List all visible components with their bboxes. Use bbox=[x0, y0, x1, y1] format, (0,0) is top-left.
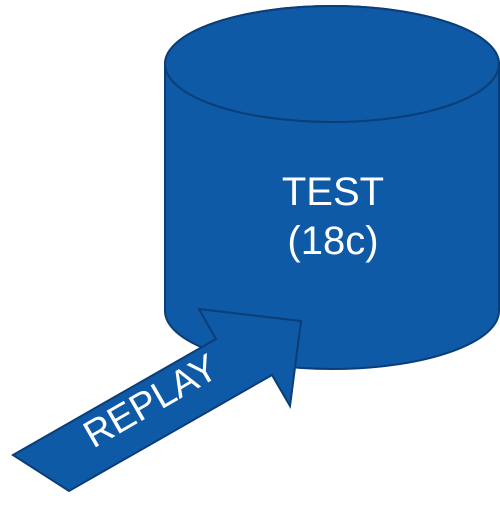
database-version: (18c) bbox=[287, 219, 378, 263]
database-name: TEST bbox=[282, 170, 384, 214]
database-cylinder: TEST (18c) bbox=[164, 5, 500, 370]
arrow-shape bbox=[11, 307, 303, 493]
cylinder-top bbox=[164, 5, 500, 123]
replay-arrow: REPLAY bbox=[11, 307, 303, 493]
